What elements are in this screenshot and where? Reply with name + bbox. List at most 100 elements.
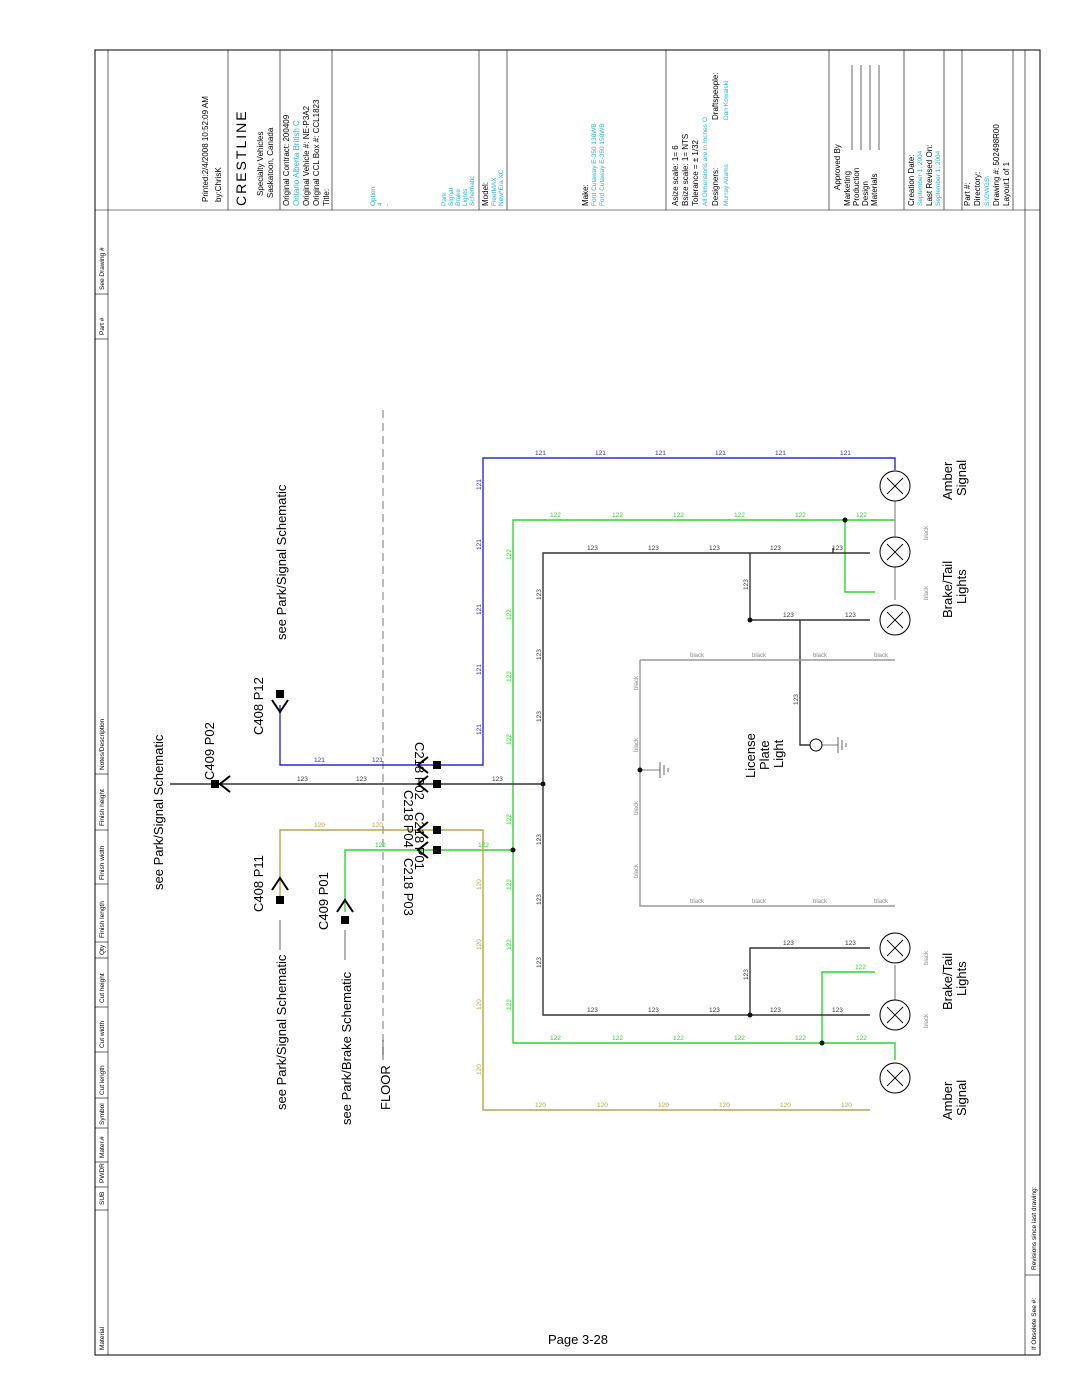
connector-c218-p01: C218 P01 — [412, 812, 427, 870]
ref-park-signal-c408-p11: see Park/Signal Schematic — [274, 954, 289, 1110]
ref-park-signal-top: see Park/Signal Schematic — [151, 734, 166, 890]
wire-121 — [279, 457, 896, 766]
label-license-3: Light — [771, 739, 786, 768]
label-122-g: 122 — [550, 1035, 561, 1042]
label-123-f: 123 — [709, 545, 720, 552]
label-brake-top-2: Lights — [954, 569, 969, 604]
label-123-d: 123 — [587, 545, 598, 552]
header-col-finish-width: Finish width — [99, 845, 106, 880]
connector-c409-p02: C409 P02 — [202, 722, 217, 780]
drawing-number: Drawing #: 502498R00 — [992, 124, 1001, 206]
printed-date: Printed:2/4/2008 10:52:09 AM — [201, 96, 210, 202]
label-122-a: 122 — [550, 512, 561, 519]
connectors: C409 P02 C408 P12 C408 P11 C409 P01 C218… — [202, 677, 441, 930]
label-123-l: 123 — [648, 1007, 659, 1014]
label-120-v3: 120 — [476, 999, 483, 1010]
last-revised: September 1, 2004 — [935, 150, 942, 206]
wire-123-top-brake — [749, 553, 870, 621]
header-col-pwdr: PWDR — [99, 1163, 106, 1183]
make-value-0: Ford Cutaway E-350 138WB — [591, 123, 598, 206]
wire-122-top-jumper — [844, 520, 875, 593]
label-123-v2: 123 — [536, 649, 543, 660]
title-value-5: Brake — [455, 189, 462, 206]
label-license-1: License — [743, 733, 758, 778]
label-123-e: 123 — [648, 545, 659, 552]
label-black-v5: black — [924, 525, 930, 540]
label-122-f: 122 — [856, 512, 867, 519]
company-line-1: Specialty Vehicles — [256, 132, 265, 196]
floor-label: FLOOR — [378, 1065, 393, 1110]
lamp-brake-tail-top-2 — [879, 604, 911, 636]
label-122-v1: 122 — [506, 549, 513, 560]
label-123-j: 123 — [845, 612, 856, 619]
label-120-h: 120 — [841, 1102, 852, 1109]
asize-scale: Asize scale: 1= 6 — [671, 145, 680, 206]
make-label: Make: — [581, 184, 590, 206]
label-120-v2: 120 — [476, 939, 483, 950]
approval-production: Production — [852, 168, 861, 206]
label-120-e: 120 — [658, 1102, 669, 1109]
label-121-v4: 121 — [476, 539, 483, 550]
label-120-d: 120 — [597, 1102, 608, 1109]
connector-c218-p03: C218 P03 — [401, 858, 416, 916]
creation-date: September 1, 2004 — [917, 150, 924, 206]
header-col-cut-height: Cut height — [99, 973, 106, 1003]
label-123-h: 123 — [832, 545, 843, 552]
label-120-f: 120 — [719, 1102, 730, 1109]
header-col-notes: Notes/Description — [99, 718, 106, 770]
original-vehicle: Original Vehicle #: NE-P3A2 — [302, 105, 311, 206]
label-121-d: 121 — [715, 450, 726, 457]
label-122-i: 122 — [673, 1035, 684, 1042]
label-121-g: 121 — [314, 757, 325, 764]
title-value-1: 4 — [377, 202, 384, 206]
label-122-v5: 122 — [506, 814, 513, 825]
header-material: Material — [99, 1326, 106, 1350]
header-col-sub: SUB — [99, 1192, 106, 1205]
label-black-e: black — [690, 899, 705, 905]
label-black-d: black — [874, 653, 889, 659]
label-black-v1: black — [634, 675, 640, 690]
original-contract: Original Contract: 200409 — [282, 114, 291, 206]
label-121-v1: 121 — [476, 724, 483, 735]
lamp-amber-signal-bottom — [879, 1062, 911, 1094]
label-123-n: 123 — [770, 1007, 781, 1014]
lamp-brake-tail-bottom-2 — [879, 999, 911, 1031]
draftsperson-name: Dan Kowalski — [723, 81, 730, 120]
creation-date-label: Creation Date: — [907, 154, 916, 206]
label-black-v8: black — [924, 1013, 930, 1028]
wire-122-bottom-jumper — [821, 971, 875, 1043]
last-revised-label: Last Revised On: — [925, 145, 934, 206]
header-col-finish-height: Finish height — [99, 789, 106, 826]
label-121-a: 121 — [535, 450, 546, 457]
label-amber-bottom-2: Signal — [954, 1080, 969, 1116]
title-value-0: Option — [370, 186, 377, 206]
label-black-b: black — [752, 653, 767, 659]
designer-name: Murray Adams — [723, 163, 730, 206]
sheet-border — [94, 49, 1041, 1356]
label-122-v6: 122 — [506, 879, 513, 890]
header-col-cut-length: Cut length — [99, 1065, 106, 1095]
label-123-q: 123 — [845, 940, 856, 947]
label-black-v3: black — [634, 800, 640, 815]
bsize-scale: Bsize scale: 1= NTS — [681, 134, 690, 206]
part-label: Part #: — [963, 182, 972, 206]
label-brake-bottom-2: Lights — [954, 961, 969, 996]
wire-labels: 121 121 121 121 121 121 121 121 121 121 … — [297, 450, 930, 1109]
wire-123-license — [799, 620, 812, 746]
label-122-l: 122 — [856, 1035, 867, 1042]
label-123-c: 123 — [492, 776, 503, 783]
layout-label: Layout1 of 1 — [1002, 161, 1011, 206]
label-black-v6: black — [924, 585, 930, 600]
label-121-v2: 121 — [476, 664, 483, 675]
tolerance: Tolerance = ± 1/32 — [691, 139, 700, 206]
title-label: Title: — [322, 189, 331, 206]
ref-park-brake: see Park/Brake Schematic — [339, 971, 354, 1125]
contract-value: Ontario Alberta British C — [292, 120, 301, 206]
approval-design: Design — [861, 181, 870, 206]
label-amber-top-2: Signal — [954, 460, 969, 496]
label-black-c: black — [813, 653, 828, 659]
connector-c409-p01: C409 P01 — [316, 872, 331, 930]
wire-120 — [279, 829, 870, 1111]
label-122-d: 122 — [734, 512, 745, 519]
label-123-v8: 123 — [743, 969, 750, 980]
